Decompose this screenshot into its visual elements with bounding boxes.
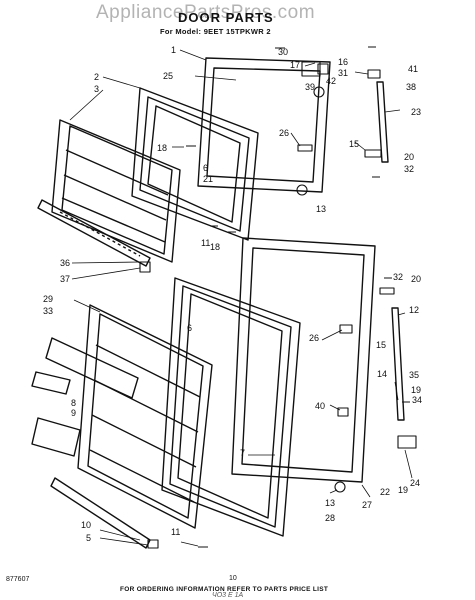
callout-7: 7 <box>240 448 245 458</box>
fresh-food-door-panel <box>231 237 376 483</box>
callout-29: 29 <box>43 294 53 304</box>
callout-5: 5 <box>86 533 91 543</box>
callout-16: 16 <box>338 57 348 67</box>
callout-32: 32 <box>404 164 414 174</box>
callout-10: 10 <box>81 520 91 530</box>
callout-41: 41 <box>408 64 418 74</box>
hinge-bar-upper <box>376 81 389 163</box>
handwritten-stamp: ЧО3 Е 1А <box>212 592 244 599</box>
callout-26b: 26 <box>309 333 319 343</box>
callout-39: 39 <box>305 82 315 92</box>
leader-lines <box>69 49 413 547</box>
callout-26: 26 <box>279 128 289 138</box>
callout-18: 18 <box>157 143 167 153</box>
callout-33: 33 <box>43 306 53 316</box>
hinge-bar-lower <box>391 307 405 421</box>
callout-8: 8 <box>71 398 76 408</box>
callout-20: 20 <box>404 152 414 162</box>
callout-18b: 18 <box>210 242 220 252</box>
callout-12: 12 <box>409 305 419 315</box>
model-subtitle: For Model: 9EET 15TPKWR 2 <box>160 27 271 36</box>
screws <box>186 46 410 548</box>
callout-13: 13 <box>316 204 326 214</box>
callout-19: 19 <box>411 385 421 395</box>
dairy-door <box>45 337 139 399</box>
callout-31: 31 <box>338 68 348 78</box>
freezer-door-panel <box>197 57 331 193</box>
callout-30: 30 <box>278 47 288 57</box>
callout-6: 6 <box>203 163 208 173</box>
callout-11b: 11 <box>171 527 180 537</box>
callout-13b: 13 <box>325 498 335 508</box>
callout-42: 42 <box>326 76 336 86</box>
callout-21: 21 <box>203 174 213 184</box>
callout-2: 2 <box>94 72 99 82</box>
callout-37: 37 <box>60 274 70 284</box>
callout-40: 40 <box>315 401 325 411</box>
callout-36: 36 <box>60 258 70 268</box>
callout-23: 23 <box>411 107 421 117</box>
lower-door-bar <box>50 477 151 549</box>
callout-24: 24 <box>410 478 420 488</box>
callout-3: 3 <box>94 84 99 94</box>
callout-34: 34 <box>412 395 422 405</box>
watermark: AppliancePartsPros.com <box>96 2 316 23</box>
callout-17: 17 <box>290 60 300 70</box>
callout-19b: 19 <box>398 485 408 495</box>
callout-20b: 20 <box>411 274 421 284</box>
egg-tray <box>31 371 71 395</box>
callout-25: 25 <box>163 71 173 81</box>
callout-32b: 32 <box>393 272 403 282</box>
freezer-door-bar <box>37 199 151 267</box>
callout-14: 14 <box>377 369 387 379</box>
fresh-food-gasket <box>161 277 301 537</box>
fresh-food-liner <box>77 304 213 529</box>
freezer-gasket <box>131 87 259 241</box>
page-title: DOOR PARTS <box>178 10 274 25</box>
freezer-liner <box>51 119 181 263</box>
callout-22: 22 <box>380 487 390 497</box>
callout-6b: 6 <box>187 323 192 333</box>
part-callouts: 1 30 17 16 31 41 2 25 42 39 38 3 23 26 1… <box>43 45 422 543</box>
ordering-note: FOR ORDERING INFORMATION REFER TO PARTS … <box>120 586 329 593</box>
callout-38: 38 <box>406 82 416 92</box>
callout-9: 9 <box>71 408 76 418</box>
callout-15: 15 <box>349 139 359 149</box>
callout-11: 11 <box>201 238 210 248</box>
door-shelf <box>31 417 81 457</box>
callout-1: 1 <box>171 45 176 55</box>
document-number: 877607 <box>6 576 30 583</box>
callout-27: 27 <box>362 500 372 510</box>
callout-35: 35 <box>409 370 419 380</box>
callout-28: 28 <box>325 513 335 523</box>
callout-15b: 15 <box>376 340 386 350</box>
page-number: 10 <box>229 575 237 582</box>
